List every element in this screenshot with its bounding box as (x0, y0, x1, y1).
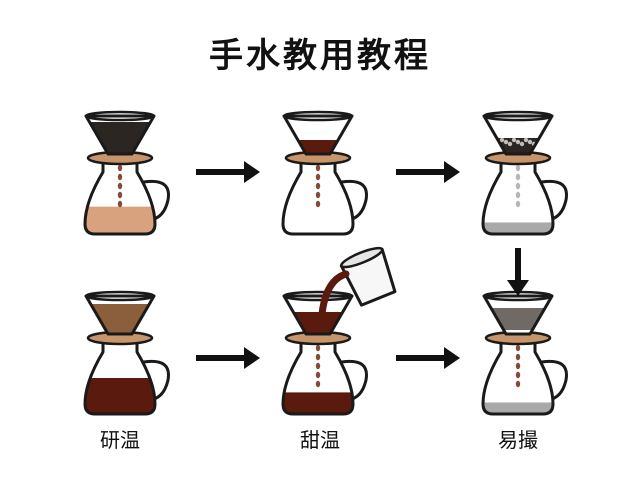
drip-drop (315, 371, 321, 379)
arrow-top-2-to-top-3 (396, 161, 460, 183)
dripper-outline (84, 294, 156, 336)
drip-drop (315, 380, 321, 388)
carafe-liquid (85, 206, 155, 234)
step-bottom-3 (481, 290, 568, 416)
drip-drop (117, 200, 123, 208)
dripper-rim (84, 110, 156, 122)
drip-drop (515, 344, 521, 352)
step-bottom-2 (281, 246, 397, 416)
pour-stream (318, 270, 350, 318)
arrow-head (244, 347, 260, 369)
arrow-bottom-2-to-bottom-3 (396, 347, 460, 369)
carafe-handle (142, 359, 170, 402)
drip-drop (515, 353, 521, 361)
ground-bubble (519, 141, 525, 147)
caption-bottom-1: 研温 (100, 428, 140, 452)
dripper-outline (282, 114, 354, 156)
drip-drop (315, 191, 321, 199)
drip-drop (117, 173, 123, 181)
carafe-handle (142, 179, 170, 222)
step-top-3 (481, 110, 568, 236)
drip-drop (315, 164, 321, 172)
drip-drop (515, 371, 521, 379)
drip-drop (515, 182, 521, 190)
pour-cup-rim (340, 246, 384, 269)
ground-bubble (527, 139, 533, 145)
carafe-liquid (85, 378, 155, 414)
drip-drop (515, 362, 521, 370)
carafe-handle (540, 359, 568, 402)
drip-drop (315, 173, 321, 181)
page-title: 手水教用教程 (209, 36, 431, 76)
arrow-head (507, 280, 529, 296)
carafe-outline (83, 340, 157, 416)
dripper-content (284, 312, 352, 334)
step-bottom-1 (83, 290, 170, 416)
carafe-liquid (283, 392, 353, 414)
carafe-outline (481, 160, 555, 236)
arrow-bottom-1-to-bottom-2 (196, 347, 260, 369)
carafe-outline (481, 340, 555, 416)
drip-drop (117, 182, 123, 190)
dripper-outline (84, 114, 156, 156)
dripper-outline (482, 294, 554, 336)
drip-drop (315, 362, 321, 370)
drip-drop (515, 173, 521, 181)
ground-bubble (523, 137, 529, 143)
drip-drop (315, 182, 321, 190)
arrow-head (444, 347, 460, 369)
dripper-content (484, 308, 552, 330)
pour-cup (339, 246, 397, 307)
drip-drop (515, 380, 521, 388)
dripper-rim (282, 290, 354, 302)
drip-drop (315, 200, 321, 208)
drip-drop (315, 344, 321, 352)
carafe-liquid (483, 402, 553, 414)
carafe-outline (83, 160, 157, 236)
arrow-head (244, 161, 260, 183)
arrow-head (444, 161, 460, 183)
drip-drop (515, 191, 521, 199)
carafe-outline (281, 340, 355, 416)
drip-drop (117, 191, 123, 199)
step-top-1 (83, 110, 170, 236)
caption-bottom-3: 易撮 (498, 428, 538, 452)
carafe-handle (340, 179, 368, 222)
caption-bottom-2: 甜温 (300, 428, 340, 452)
drip-drop (515, 164, 521, 172)
ground-bubble (499, 137, 505, 143)
dripper-outline (482, 114, 554, 156)
carafe-handle (540, 179, 568, 222)
ground-bubble (515, 139, 521, 145)
dripper-rim (84, 290, 156, 302)
carafe-liquid (483, 222, 553, 234)
drip-drop (117, 164, 123, 172)
drip-drop (515, 200, 521, 208)
ground-bubble (511, 137, 517, 143)
arrow-top-1-to-top-2 (196, 161, 260, 183)
ground-bubble (503, 139, 509, 145)
step-top-2 (281, 110, 368, 236)
ground-bubble (507, 141, 513, 147)
carafe-outline (281, 160, 355, 236)
carafe-handle (340, 359, 368, 402)
drip-drop (315, 353, 321, 361)
arrow-top-3-to-bottom-3 (507, 248, 529, 296)
dripper-rim (482, 110, 554, 122)
dripper-rim (282, 110, 354, 122)
